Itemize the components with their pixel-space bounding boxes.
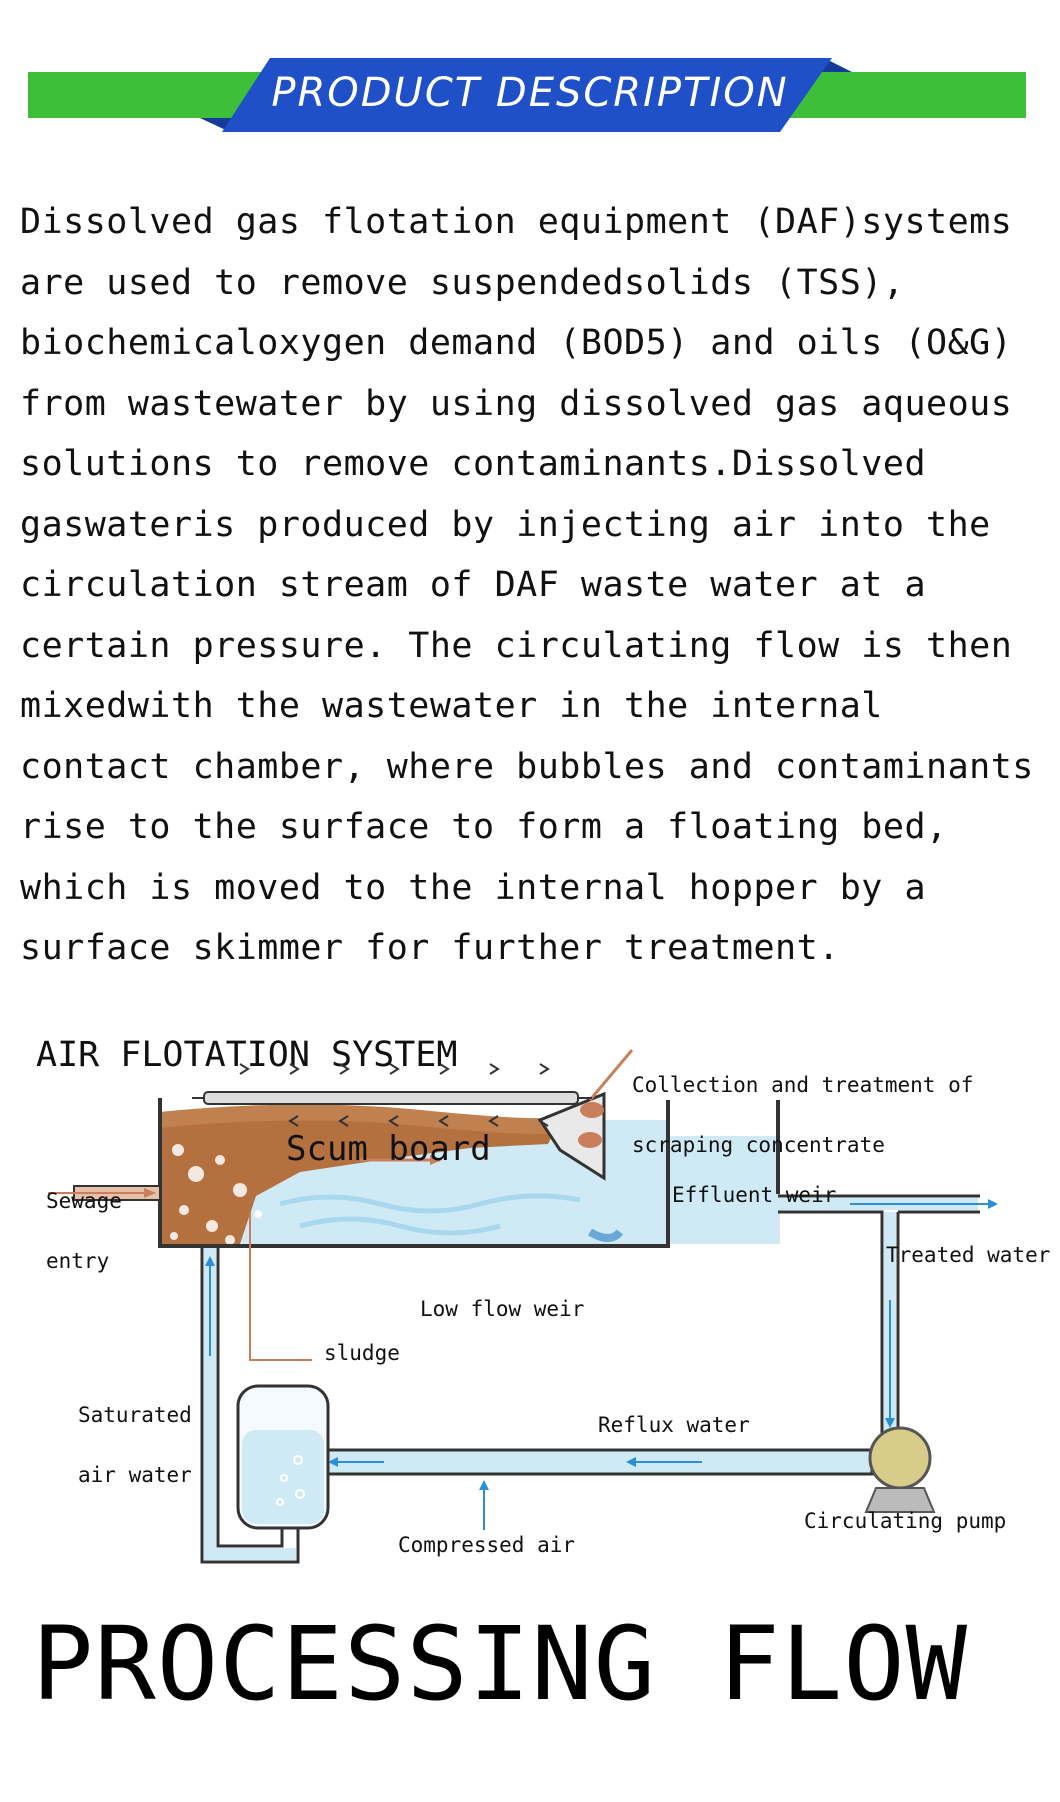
title-badge <box>222 58 832 132</box>
tank-bubbles <box>276 1455 305 1506</box>
label-sewage-1: Sewage <box>46 1189 122 1213</box>
pump-base <box>864 1487 936 1513</box>
banner-graphic <box>28 58 1026 132</box>
sludge-leader <box>249 1212 312 1361</box>
label-scum-board: Scum board <box>286 1129 491 1169</box>
reflux-pipe <box>322 1448 874 1476</box>
processing-flow-title: PROCESSING FLOW <box>31 1605 969 1724</box>
scum-froth <box>159 1104 563 1134</box>
label-saturated-1: Saturated <box>78 1403 192 1427</box>
outlet-pipe-walls <box>778 1194 980 1460</box>
label-circulating-pump: Circulating pump <box>804 1509 1006 1533</box>
header-banner <box>0 0 1060 150</box>
description-text: Dissolved gas flotation equipment (DAF)s… <box>20 202 1034 968</box>
label-sludge: sludge <box>324 1341 400 1365</box>
label-saturated-2: air water <box>78 1463 192 1487</box>
page-title: PRODUCT DESCRIPTION <box>271 70 789 116</box>
label-effluent-weir: Effluent weir <box>672 1183 836 1207</box>
label-sewage-2: entry <box>46 1249 109 1273</box>
label-reflux-water: Reflux water <box>598 1413 750 1437</box>
water-streak-1 <box>279 1193 581 1214</box>
label-low-flow-weir: Low flow weir <box>420 1297 584 1321</box>
low-flow-weir-arrow <box>587 1228 624 1242</box>
label-collection-1: Collection and treatment of <box>632 1073 973 1097</box>
riser-pipe-walls <box>200 1246 300 1564</box>
saturation-tank-water <box>242 1430 324 1524</box>
concentrate-blob-1 <box>580 1102 604 1118</box>
label-collection-2: scraping concentrate <box>632 1133 885 1157</box>
riser-bottom-water <box>204 1548 296 1560</box>
sludge-layer <box>162 1120 560 1244</box>
label-compressed-air: Compressed air <box>398 1533 575 1557</box>
circulating-pump <box>868 1426 932 1490</box>
scum-board-bar <box>203 1091 579 1105</box>
effluent-chamber-water <box>670 1136 780 1244</box>
concentrate-blob-2 <box>578 1132 602 1148</box>
label-treated-water: Treated water <box>886 1243 1050 1267</box>
riser-pipe-water <box>204 1248 216 1560</box>
tank-wall <box>158 1098 670 1248</box>
scraper-marks <box>239 1063 550 1127</box>
air-flotation-diagram: AIR FLOTATION SYSTEM <box>36 1035 1050 1564</box>
water-streak-2 <box>299 1216 501 1236</box>
concentrate-leader <box>588 1049 634 1101</box>
bubbles <box>170 1144 262 1245</box>
